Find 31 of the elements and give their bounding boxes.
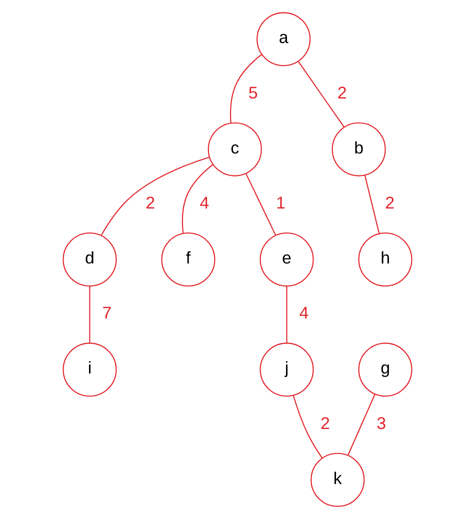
node-circle: i — [62, 342, 116, 397]
node-circle: e — [259, 232, 314, 287]
edge-label: 4 — [199, 193, 209, 212]
connector — [346, 394, 375, 456]
edge-label: 5 — [248, 83, 258, 102]
edge-label: 4 — [298, 304, 308, 323]
edge-label: 3 — [376, 414, 386, 433]
connector — [298, 61, 344, 128]
edge-label: 7 — [102, 304, 112, 323]
edge-label: 2 — [145, 193, 155, 212]
connector — [100, 156, 209, 236]
node-circle: a — [256, 12, 310, 66]
node-circle: c — [207, 122, 262, 176]
node-circle: h — [358, 232, 412, 287]
connector — [245, 173, 276, 236]
connector — [364, 175, 380, 234]
connector — [181, 164, 213, 234]
node-circle: k — [310, 452, 364, 507]
connector — [230, 54, 262, 124]
connector — [88, 286, 90, 343]
edge-label: 2 — [384, 193, 394, 212]
edge-label: 1 — [275, 193, 285, 212]
node-circle: j — [259, 342, 314, 397]
connector — [292, 395, 322, 458]
node-circle: d — [62, 232, 116, 287]
connector — [286, 286, 287, 343]
edge-label: 2 — [320, 414, 330, 433]
node-circle: b — [331, 122, 386, 176]
edge-label: 2 — [336, 83, 346, 102]
node-circle: g — [358, 342, 412, 397]
node-circle: f — [160, 232, 215, 287]
